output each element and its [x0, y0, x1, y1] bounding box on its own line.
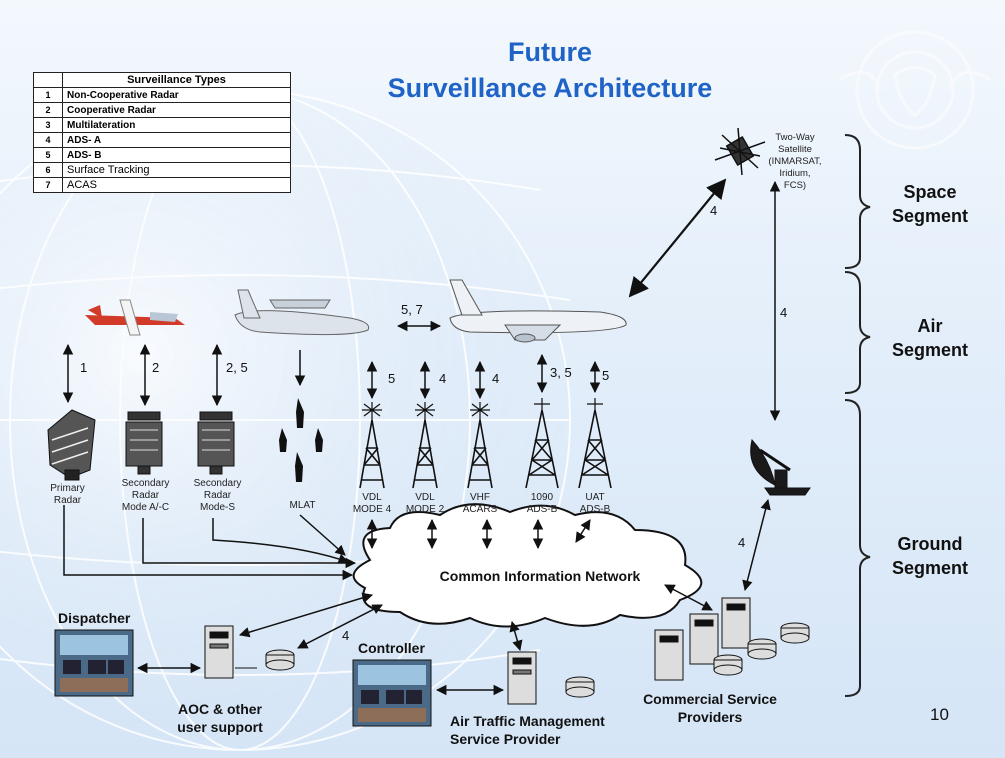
- legend-header-blank: [33, 72, 63, 88]
- airliner-icon: [449, 279, 627, 343]
- space-segment-brace: [844, 134, 871, 269]
- network-label: Common Information Network: [439, 568, 641, 584]
- secondary-radar-ac-icon: [125, 411, 163, 475]
- common-information-network-cloud: [352, 503, 703, 628]
- satellite-icon: [714, 127, 766, 176]
- controller-workstation-photo: [352, 659, 432, 727]
- vdl-mode4-tower-icon: [359, 402, 385, 489]
- link-label: 5: [388, 371, 396, 386]
- dispatcher-workstation-photo: [54, 629, 134, 697]
- dispatcher-label: Dispatcher: [58, 610, 131, 626]
- link-label: 2: [152, 360, 160, 375]
- icao-emblem-logo: [839, 30, 991, 150]
- vhf-acars-tower-icon: [467, 402, 493, 489]
- segment-braces: [844, 134, 871, 697]
- uat-adsb-tower-icon: [578, 398, 612, 489]
- controller-label: Controller: [358, 640, 425, 656]
- mlat-antennas-icon: [279, 398, 323, 482]
- link-label: 4: [738, 535, 746, 550]
- link-label: 4: [342, 628, 350, 643]
- link-arrows: [62, 178, 781, 696]
- link-label: 5: [602, 368, 610, 383]
- arrow-satellite-airliner: [628, 178, 727, 298]
- secondary-radar-s-icon: [197, 411, 235, 475]
- air-segment-brace: [844, 271, 871, 394]
- aoc-server-icon: [204, 625, 295, 679]
- link-label: 4: [439, 371, 447, 386]
- legend-header: Surveillance Types: [62, 72, 291, 88]
- ground-segment-brace: [844, 399, 871, 697]
- slide-title-line1: Future: [508, 37, 592, 67]
- link-label: 1: [80, 360, 88, 375]
- ground-station-dish-icon: [750, 438, 811, 496]
- link-label: 4: [710, 203, 718, 218]
- primary-radar-icon: [47, 409, 96, 481]
- cargo-plane-icon: [234, 289, 370, 336]
- link-label: 3, 5: [550, 365, 572, 380]
- link-label: 2, 5: [226, 360, 248, 375]
- small-propeller-plane-icon: [85, 299, 185, 336]
- link-label: 4: [780, 305, 788, 320]
- atm-server-icon: [507, 651, 595, 705]
- link-label: 5, 7: [401, 302, 423, 317]
- mlat-label: MLAT: [289, 500, 316, 511]
- arrow-ground-commercial: [742, 498, 771, 592]
- vdl-mode2-tower-icon: [412, 402, 438, 489]
- adsb-1090-tower-icon: [525, 398, 559, 489]
- commercial-servers-icon: [654, 597, 810, 681]
- slide-title-line2: Surveillance Architecture: [387, 73, 713, 103]
- page-number: 10: [930, 705, 949, 724]
- link-label: 4: [492, 371, 500, 386]
